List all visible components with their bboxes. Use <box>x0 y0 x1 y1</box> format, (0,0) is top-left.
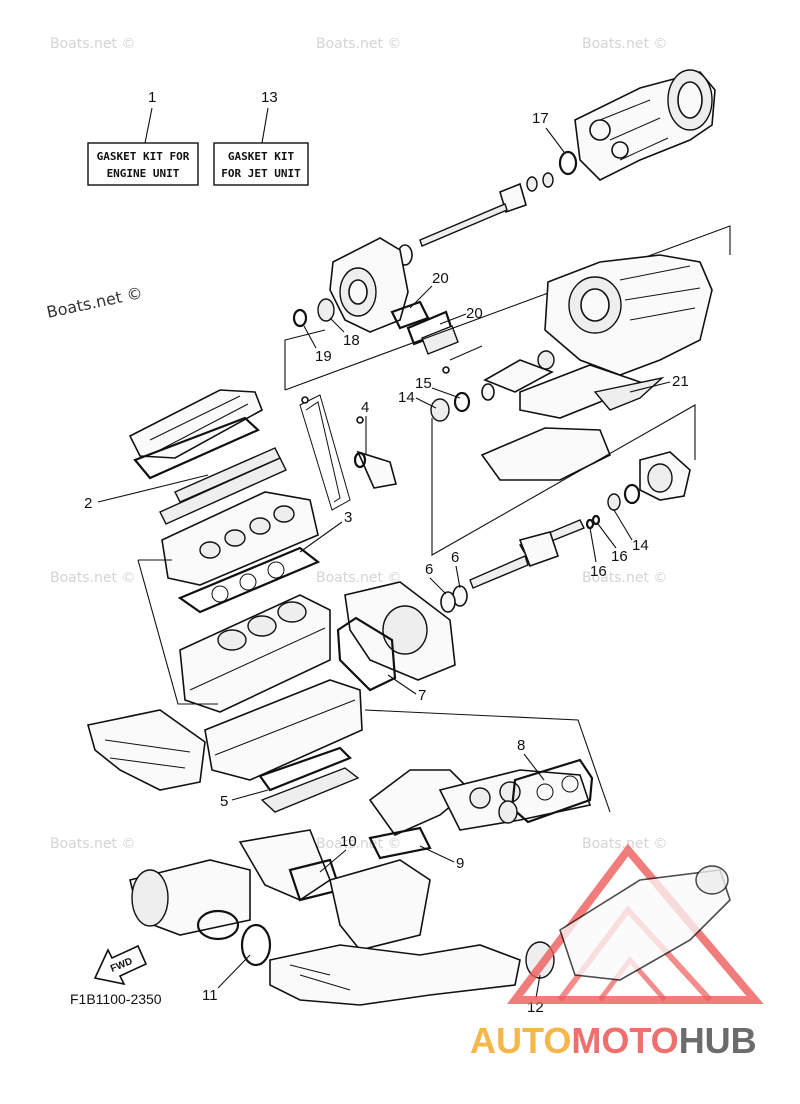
box-label-line2: FOR JET UNIT <box>221 167 301 180</box>
watermark: Boats.net © <box>582 836 667 852</box>
frame-line <box>449 345 483 361</box>
callout-8: 8 <box>517 737 525 754</box>
callout-19: 19 <box>315 348 332 365</box>
watermark-dark: Boats.net © <box>45 283 144 322</box>
callout-15: 15 <box>415 375 432 392</box>
box-label-line1: GASKET KIT <box>228 150 295 163</box>
watermark: Boats.net © <box>50 570 135 586</box>
crankcase-and-cover <box>204 581 456 781</box>
jet-pump-housing <box>397 69 716 266</box>
frame-line <box>431 404 696 556</box>
callout-6b: 6 <box>451 549 459 566</box>
gasket-kit-jet: 13 GASKET KIT FOR JET UNIT <box>213 89 309 186</box>
callout-10: 10 <box>340 833 357 850</box>
oil-seal-19 <box>292 308 308 328</box>
cylinder-head <box>161 491 321 614</box>
svg-text:AUTOMOTOHUB: AUTOMOTOHUB <box>470 1020 757 1061</box>
callout-2: 2 <box>84 495 92 512</box>
frame-line <box>284 329 326 390</box>
watermark: Boats.net © <box>316 36 401 52</box>
bearing-14 <box>430 398 450 422</box>
logo-moto: MOTO <box>571 1020 678 1061</box>
seal-6b <box>440 591 456 613</box>
callouts: 2 3 4 5 6 6 7 8 9 10 11 12 14 14 15 16 1… <box>84 110 689 1016</box>
ring-15 <box>453 391 471 413</box>
frame-line <box>364 709 611 813</box>
diagram-code: F1B1100-2350 <box>70 991 162 1007</box>
watermark: Boats.net © <box>582 36 667 52</box>
gasket-20 <box>390 300 430 330</box>
impeller-housing-upper <box>292 237 459 374</box>
drive-shaft-assembly <box>440 451 691 613</box>
gasket-kit-engine: 1 GASKET KIT FOR ENGINE UNIT <box>87 89 199 186</box>
gasket-7 <box>336 616 397 692</box>
callout-20a: 20 <box>432 270 449 287</box>
callout-18: 18 <box>343 332 360 349</box>
callout-17: 17 <box>532 110 549 127</box>
gasket-2 <box>133 416 260 480</box>
box-label-line2: ENGINE UNIT <box>107 167 180 180</box>
box-label-line1: GASKET KIT FOR <box>97 150 190 163</box>
callout-5: 5 <box>220 793 228 810</box>
watermark: Boats.net © <box>50 836 135 852</box>
seal-18 <box>317 298 335 322</box>
logo-auto: AUTO <box>470 1020 571 1061</box>
exhaust-manifold <box>368 758 594 836</box>
gasket-9 <box>368 826 432 860</box>
gasket-kit-jet-box <box>213 142 309 186</box>
callout-3: 3 <box>344 509 352 526</box>
o-ring-17 <box>558 150 578 176</box>
automotohub-logo: AUTOMOTOHUB <box>470 843 764 1061</box>
oil-pan <box>86 709 206 791</box>
watermark: Boats.net © <box>316 836 401 852</box>
watermark: Boats.net © <box>316 570 401 586</box>
fwd-arrow-icon: FWD <box>93 944 148 986</box>
frame-line <box>137 559 218 705</box>
cylinder-head-cover <box>128 389 287 525</box>
callout-16b: 16 <box>590 563 607 580</box>
bearing-14b <box>607 493 621 511</box>
gasket-21 <box>593 376 665 411</box>
callout-13: 13 <box>261 89 278 106</box>
callout-14a: 14 <box>398 389 415 406</box>
callout-7: 7 <box>418 687 426 704</box>
timing-chain <box>299 394 398 511</box>
callout-1: 1 <box>148 89 156 106</box>
callout-21: 21 <box>672 373 689 390</box>
pump-housing-lower <box>430 254 713 481</box>
tensioner-4 <box>356 450 398 489</box>
exhaust-pipe-assembly <box>129 826 555 1006</box>
callout-6a: 6 <box>425 561 433 578</box>
cylinder-block <box>179 594 331 713</box>
callout-9: 9 <box>456 855 464 872</box>
callout-11: 11 <box>202 987 218 1004</box>
gasket-3 <box>177 546 321 614</box>
callout-4: 4 <box>361 399 369 416</box>
watermark: Boats.net © <box>50 36 135 52</box>
callout-16a: 16 <box>611 548 628 565</box>
callout-20b: 20 <box>466 305 483 322</box>
gasket-kit-engine-box <box>87 142 199 186</box>
logo-hub: HUB <box>679 1020 757 1061</box>
watermark: Boats.net © <box>582 570 667 586</box>
gasket-5 <box>258 746 352 792</box>
callout-14b: 14 <box>632 537 649 554</box>
frame-line <box>284 225 731 391</box>
gasket-11 <box>240 923 272 967</box>
